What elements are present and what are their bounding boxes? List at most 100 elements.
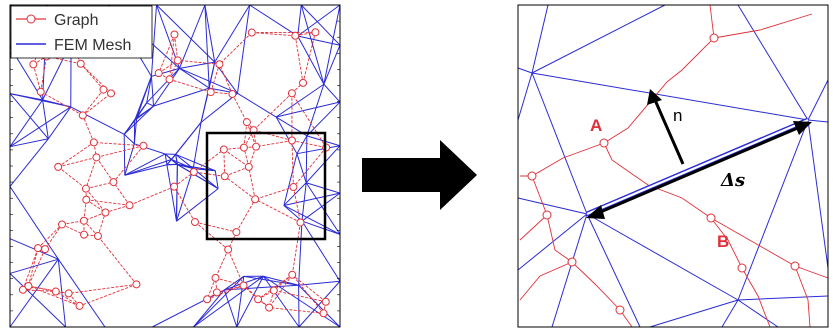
mesh-edge <box>306 135 341 147</box>
graph-edge <box>68 283 137 294</box>
mesh-edge <box>305 145 341 184</box>
graph-node <box>18 285 27 294</box>
mesh-edge <box>214 170 219 189</box>
graph-node <box>80 230 89 239</box>
graph-node <box>228 90 237 99</box>
graph-edge <box>28 285 69 294</box>
graph-node <box>154 69 163 78</box>
graph-edge <box>227 249 244 286</box>
graph-edge <box>193 149 225 173</box>
mesh-edge <box>9 258 59 274</box>
graph-node <box>265 303 274 312</box>
highlighted-edge-inner <box>586 118 809 216</box>
graph-node <box>212 288 221 297</box>
mesh-edge <box>153 68 180 107</box>
graph-edge <box>57 142 95 168</box>
graph-node <box>78 111 87 120</box>
graph-edge <box>268 274 293 308</box>
right-graph-nodes <box>527 33 800 315</box>
graph-edge <box>291 140 294 188</box>
graph-node <box>206 88 215 97</box>
graph-edge <box>79 283 137 307</box>
mesh-edge <box>70 106 125 135</box>
mesh-edge <box>263 275 300 328</box>
mesh-edge <box>283 205 341 235</box>
graph-node <box>220 172 229 181</box>
mesh-edge <box>276 101 341 118</box>
mesh-edge <box>283 192 341 206</box>
mesh-edge <box>9 258 59 328</box>
graph-edge <box>55 291 80 307</box>
graph-edge <box>291 140 327 148</box>
graph-node <box>211 273 220 282</box>
graph-edge <box>177 59 220 65</box>
graph-node <box>82 195 91 204</box>
graph-node <box>109 178 118 187</box>
legend-graph-label: Graph <box>54 12 98 29</box>
graph-node <box>165 75 174 84</box>
graph-node <box>34 244 43 253</box>
graph-edge <box>215 277 244 286</box>
graph-edge <box>216 285 244 293</box>
graph-edge <box>257 274 293 300</box>
graph-node <box>64 289 73 298</box>
graph-node <box>79 216 88 225</box>
graph-node <box>311 28 320 37</box>
graph-edge <box>32 64 42 92</box>
graph-node <box>75 301 84 310</box>
mesh-edge <box>9 99 43 147</box>
mesh-edge <box>166 164 177 222</box>
mesh-edge <box>178 4 206 69</box>
graph-node <box>299 78 308 87</box>
mesh-edge <box>296 145 341 155</box>
mesh-edge <box>179 67 210 89</box>
mesh-edge <box>300 4 325 85</box>
graph-node <box>247 28 256 37</box>
mesh-edge <box>123 102 148 135</box>
graph-node <box>224 245 233 254</box>
mesh-edge <box>193 275 245 328</box>
graph-edge <box>255 186 294 200</box>
delta-s-arrow <box>586 121 812 219</box>
graph-node <box>101 208 110 217</box>
mesh-edge <box>156 4 216 63</box>
mesh-edge <box>224 284 299 291</box>
mesh-edge <box>175 154 178 165</box>
graph-edge <box>302 32 316 83</box>
graph-node <box>242 118 251 127</box>
normal-arrow <box>647 89 685 165</box>
graph-edge <box>292 186 301 223</box>
graph-node <box>321 297 330 306</box>
graph-node <box>288 270 297 279</box>
graph-edge <box>173 186 196 223</box>
mesh-edge <box>200 92 238 123</box>
graph-edge <box>206 285 244 300</box>
graph-edge <box>236 199 256 233</box>
mesh-edge <box>192 122 202 169</box>
mesh-edge <box>296 153 307 183</box>
graph-node <box>287 89 296 98</box>
mesh-edge <box>275 83 325 118</box>
graph-node <box>36 87 45 96</box>
graph-edge <box>243 129 255 148</box>
graph-node <box>81 184 90 193</box>
graph-node <box>99 85 108 94</box>
mesh-edge <box>323 83 341 103</box>
graph-edge <box>158 34 175 74</box>
graph-node <box>232 228 241 237</box>
graph-edge <box>193 171 225 177</box>
region-a-label: A <box>590 116 602 135</box>
graph-node <box>239 143 248 152</box>
mesh-edge <box>223 289 238 328</box>
graph-edge <box>113 145 144 183</box>
right-panel-frame <box>517 4 829 328</box>
graph-edge <box>224 175 256 200</box>
mesh-edge <box>306 182 341 194</box>
graph-edge <box>96 145 144 158</box>
mesh-edge <box>301 182 307 222</box>
mesh-edge <box>9 186 59 260</box>
graph-edge <box>96 157 114 183</box>
graph-node <box>203 295 212 304</box>
mesh-edge <box>296 135 308 154</box>
mesh-edge <box>298 284 341 328</box>
